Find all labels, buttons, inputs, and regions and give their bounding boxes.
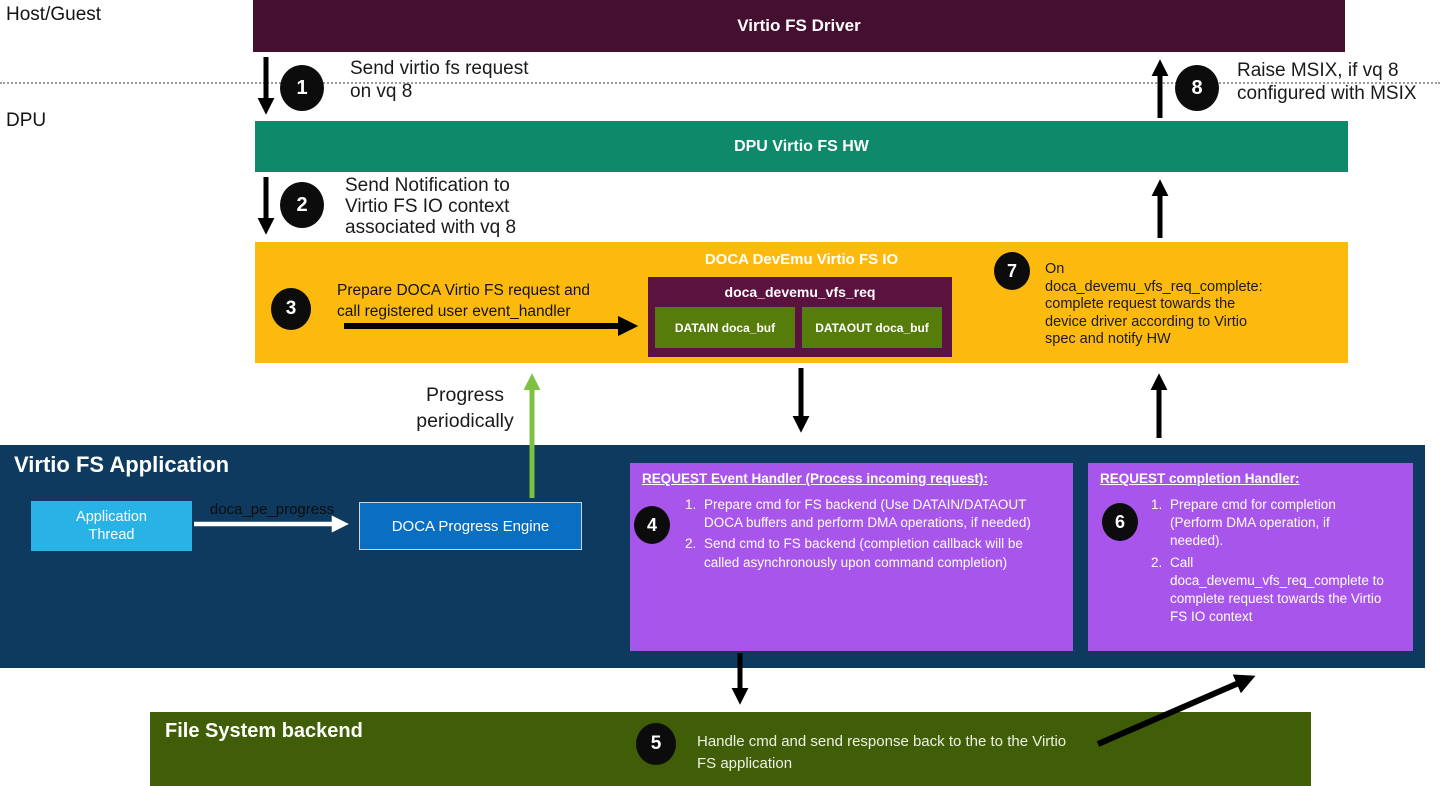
progress-label-line2: periodically bbox=[416, 410, 514, 432]
step5-circle: 5 bbox=[636, 723, 676, 765]
step5-line2: FS application bbox=[697, 754, 793, 772]
step6-number: 6 bbox=[1114, 511, 1125, 532]
doca-progress-engine-box: DOCA Progress Engine bbox=[359, 502, 582, 550]
request-event-handler-box: REQUEST Event Handler (Process incoming … bbox=[630, 463, 1073, 651]
step7-line5: spec and notify HW bbox=[1045, 331, 1171, 348]
application-thread-line1: Application bbox=[76, 509, 147, 525]
step7-line1: On bbox=[1045, 261, 1065, 277]
step3-text: Prepare DOCA Virtio FS request and call … bbox=[337, 281, 590, 322]
virtio-fs-driver-bar: Virtio FS Driver bbox=[253, 0, 1345, 52]
step7-number: 7 bbox=[1006, 260, 1017, 281]
step2-circle: 2 bbox=[280, 182, 324, 228]
application-thread-box: Application Thread bbox=[31, 501, 192, 551]
host-dpu-separator-line bbox=[0, 82, 1440, 84]
dpu-virtio-fs-hw-title: DPU Virtio FS HW bbox=[734, 137, 869, 155]
step8-number: 8 bbox=[1191, 76, 1203, 99]
step7-line2: doca_devemu_vfs_req_complete: bbox=[1045, 278, 1263, 295]
step5-line1: Handle cmd and send response back to the… bbox=[697, 733, 1067, 750]
step3-number: 3 bbox=[285, 298, 297, 319]
request-completion-handler-title: REQUEST completion Handler: bbox=[1100, 471, 1300, 486]
step1-line2: on vq 8 bbox=[350, 80, 413, 102]
step8-text: Raise MSIX, if vq 8 configured with MSIX bbox=[1237, 60, 1417, 105]
step5-number: 5 bbox=[650, 733, 662, 754]
step7-line4: device driver according to Virtio bbox=[1045, 313, 1248, 330]
host-guest-lane-label: Host/Guest bbox=[6, 4, 102, 25]
step4-number: 4 bbox=[646, 514, 657, 535]
step1-circle: 1 bbox=[280, 65, 324, 111]
virtio-fs-driver-title: Virtio FS Driver bbox=[737, 16, 861, 35]
buffer-row: DATAIN doca_buf DATAOUT doca_buf bbox=[655, 307, 942, 348]
doca-devemu-vfs-req-title: doca_devemu_vfs_req bbox=[724, 284, 876, 300]
step2-line2: Virtio FS IO context bbox=[345, 196, 510, 217]
virtio-fs-application-title: Virtio FS Application bbox=[14, 452, 230, 477]
event-handler-item: Send cmd to FS backend (completion callb… bbox=[700, 535, 1044, 571]
step6-circle: 6 bbox=[1102, 503, 1138, 541]
request-event-handler-list: Prepare cmd for FS backend (Use DATAIN/D… bbox=[676, 496, 1044, 575]
doca-devemu-vfs-req-box: doca_devemu_vfs_req DATAIN doca_buf DATA… bbox=[648, 277, 952, 357]
request-event-handler-title: REQUEST Event Handler (Process incoming … bbox=[642, 471, 988, 486]
dpu-lane-label: DPU bbox=[6, 110, 47, 131]
step4-circle: 4 bbox=[634, 506, 670, 544]
completion-handler-item: Call doca_devemu_vfs_req_complete to com… bbox=[1166, 554, 1384, 627]
step1-line1: Send virtio fs request bbox=[350, 58, 529, 79]
step2-line3: associated with vq 8 bbox=[345, 217, 517, 238]
datain-doca-buf-box: DATAIN doca_buf bbox=[655, 307, 795, 348]
completion-handler-item: Prepare cmd for completion (Perform DMA … bbox=[1166, 496, 1384, 551]
application-thread-line2: Thread bbox=[88, 527, 135, 543]
step5-text: Handle cmd and send response back to the… bbox=[697, 731, 1066, 774]
step2-number: 2 bbox=[296, 193, 308, 216]
step7-text: On doca_devemu_vfs_req_complete: complet… bbox=[1045, 261, 1263, 349]
request-completion-handler-box: REQUEST completion Handler: Prepare cmd … bbox=[1088, 463, 1413, 651]
step8-line2: configured with MSIX bbox=[1237, 82, 1417, 104]
step8-circle: 8 bbox=[1175, 65, 1219, 111]
doca-pe-progress-label: doca_pe_progress bbox=[209, 501, 335, 518]
request-completion-handler-list: Prepare cmd for completion (Perform DMA … bbox=[1142, 496, 1384, 629]
progress-periodically-label: Progress periodically bbox=[400, 382, 530, 434]
step3-circle: 3 bbox=[271, 288, 311, 330]
step3-line1: Prepare DOCA Virtio FS request and bbox=[337, 282, 591, 299]
step1-number: 1 bbox=[296, 76, 308, 99]
step2-line1: Send Notification to bbox=[345, 175, 510, 196]
step7-line3: complete request towards the bbox=[1045, 296, 1236, 313]
step3-line2: call registered user event_handler bbox=[337, 302, 571, 320]
event-handler-item: Prepare cmd for FS backend (Use DATAIN/D… bbox=[700, 496, 1044, 532]
step1-text: Send virtio fs request on vq 8 bbox=[350, 58, 528, 103]
step7-circle: 7 bbox=[994, 252, 1030, 290]
step8-line1: Raise MSIX, if vq 8 bbox=[1237, 60, 1399, 81]
dpu-virtio-fs-hw-bar: DPU Virtio FS HW bbox=[255, 121, 1348, 172]
doca-progress-engine-label: DOCA Progress Engine bbox=[391, 517, 550, 535]
step2-text: Send Notification to Virtio FS IO contex… bbox=[345, 175, 516, 238]
file-system-backend-title: File System backend bbox=[165, 720, 363, 742]
dataout-doca-buf-box: DATAOUT doca_buf bbox=[802, 307, 942, 348]
progress-label-line1: Progress bbox=[425, 384, 505, 406]
doca-devemu-virtio-fs-io-title: DOCA DevEmu Virtio FS IO bbox=[704, 251, 899, 268]
